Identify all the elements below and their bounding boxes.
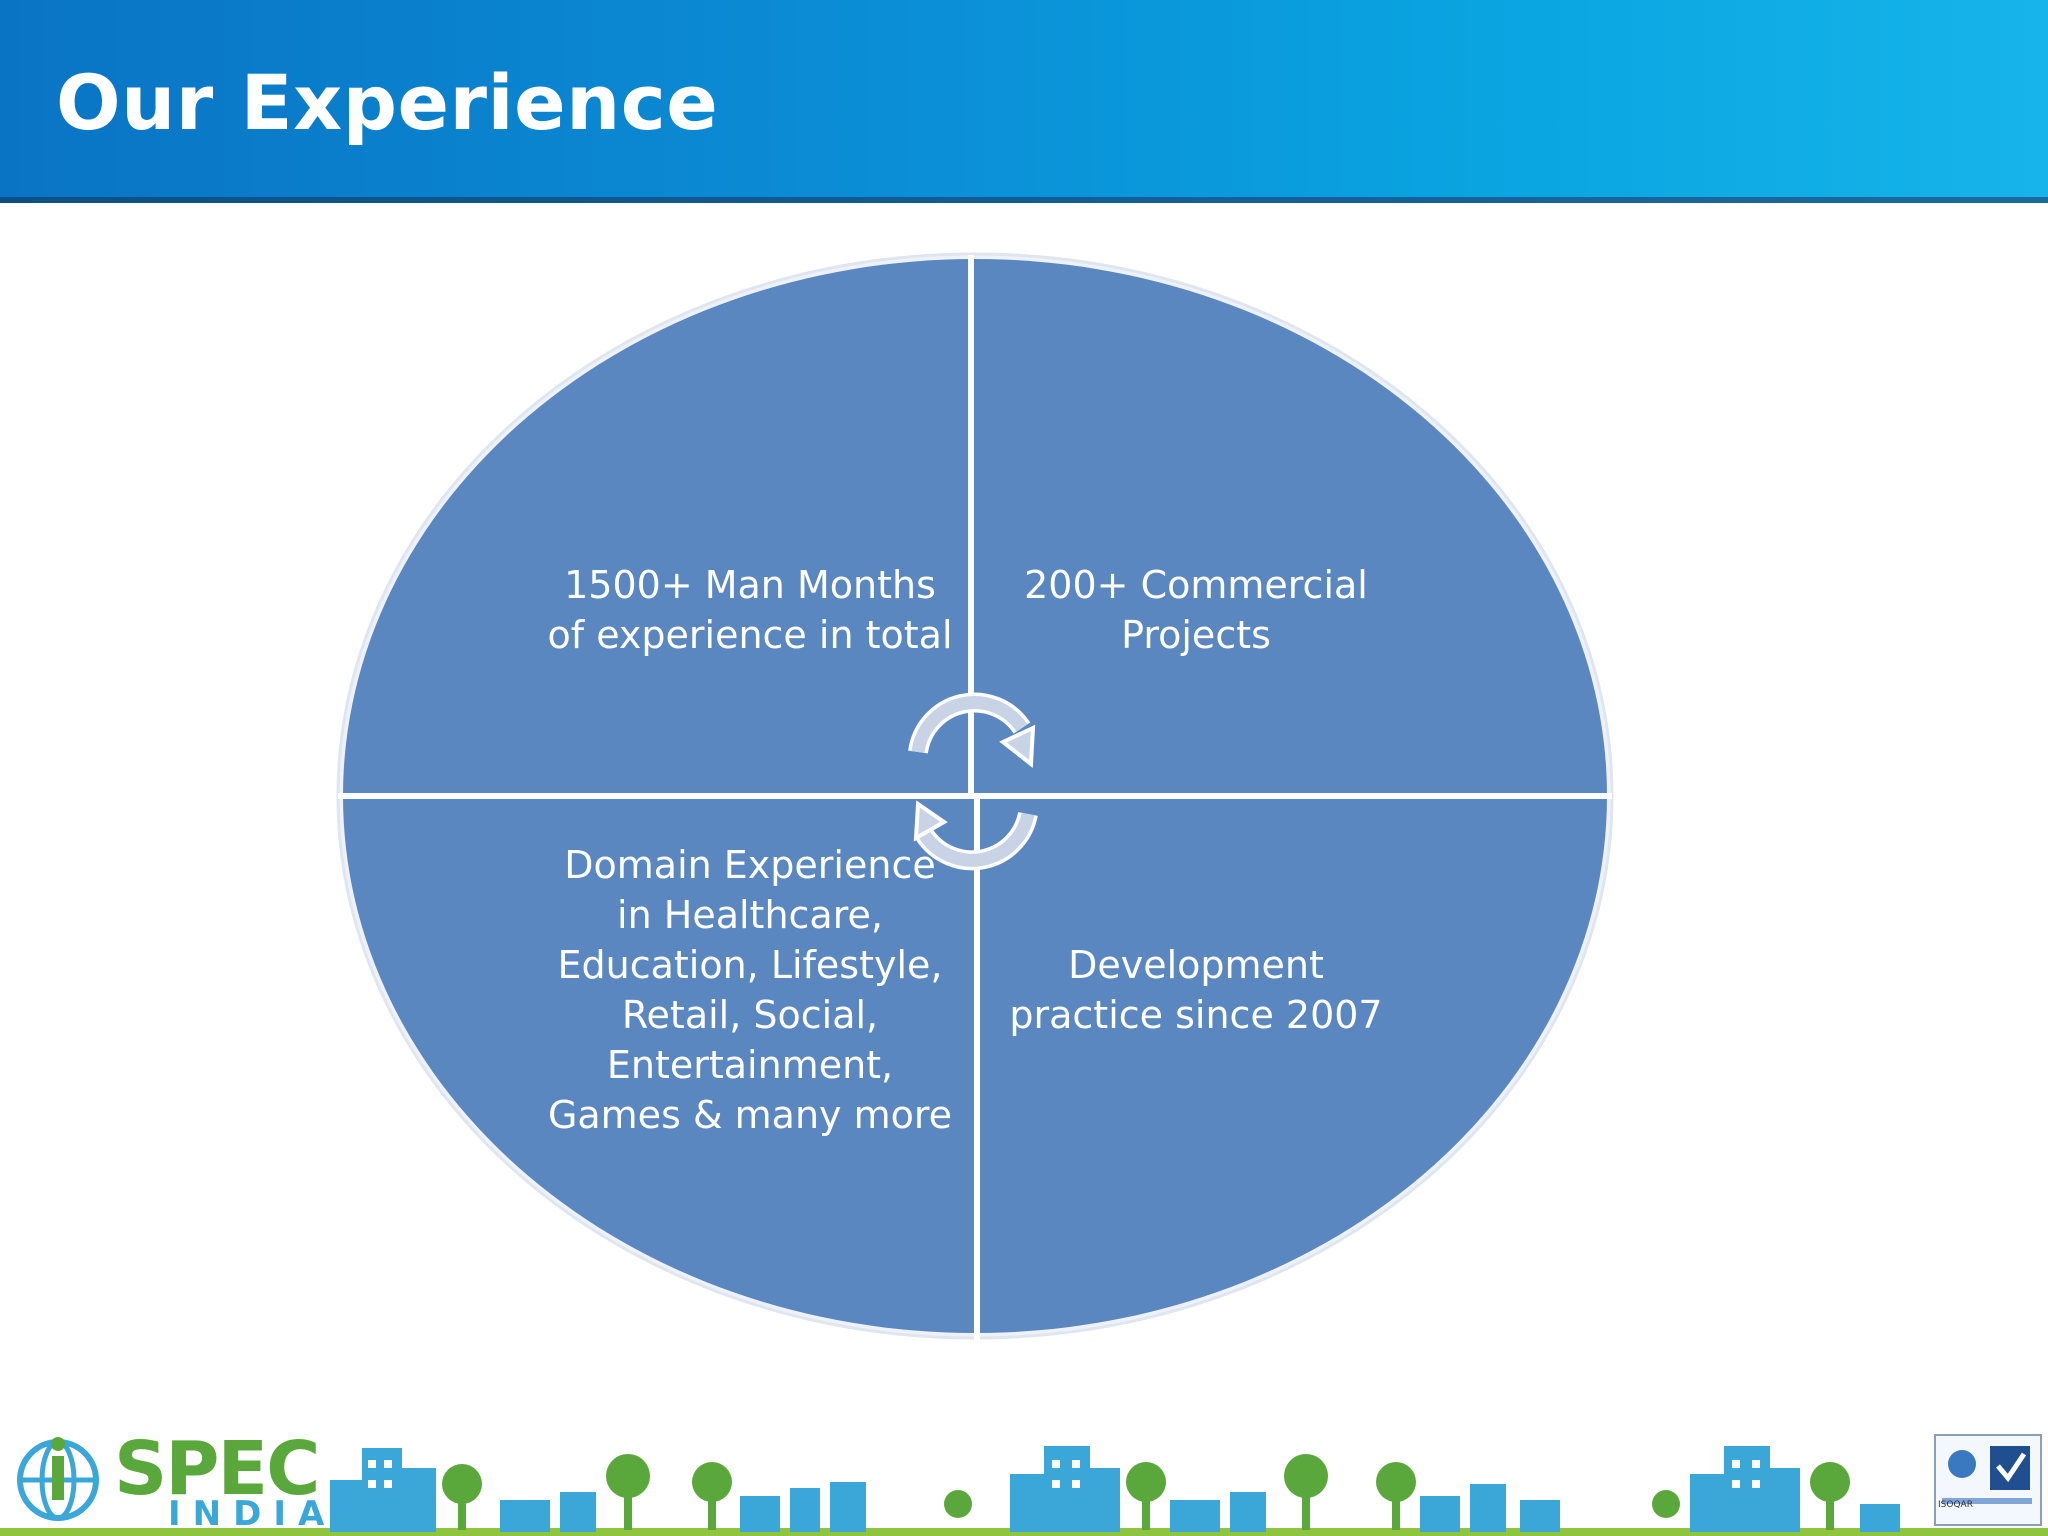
circular-arrows-icon bbox=[908, 692, 1038, 871]
page-title: Our Experience bbox=[56, 58, 719, 147]
logo-spec-text: SPEC bbox=[114, 1426, 320, 1512]
logo-india-text: INDIA bbox=[168, 1494, 337, 1534]
badge-caption: ISOQAR bbox=[1938, 1500, 1973, 1510]
globe-icon bbox=[17, 1437, 99, 1521]
quadrant-top-right-text: 200+ Commercial Projects bbox=[1024, 563, 1368, 657]
header-banner: Our Experience bbox=[0, 0, 2048, 203]
certification-seal-icon bbox=[1942, 1446, 2032, 1504]
quadrant-bottom-right-text: Development practice since 2007 bbox=[1009, 943, 1383, 1037]
trees-icon bbox=[442, 1454, 1850, 1530]
isoqar-certification-badge bbox=[1934, 1434, 2042, 1526]
quadrant-top-left-text: 1500+ Man Months of experience in total bbox=[547, 563, 953, 657]
buildings-icon bbox=[330, 1446, 1900, 1532]
footer-city-skyline bbox=[0, 1437, 2048, 1536]
quadrant-bottom-left-text: Domain Experience in Healthcare, Educati… bbox=[547, 843, 953, 1137]
